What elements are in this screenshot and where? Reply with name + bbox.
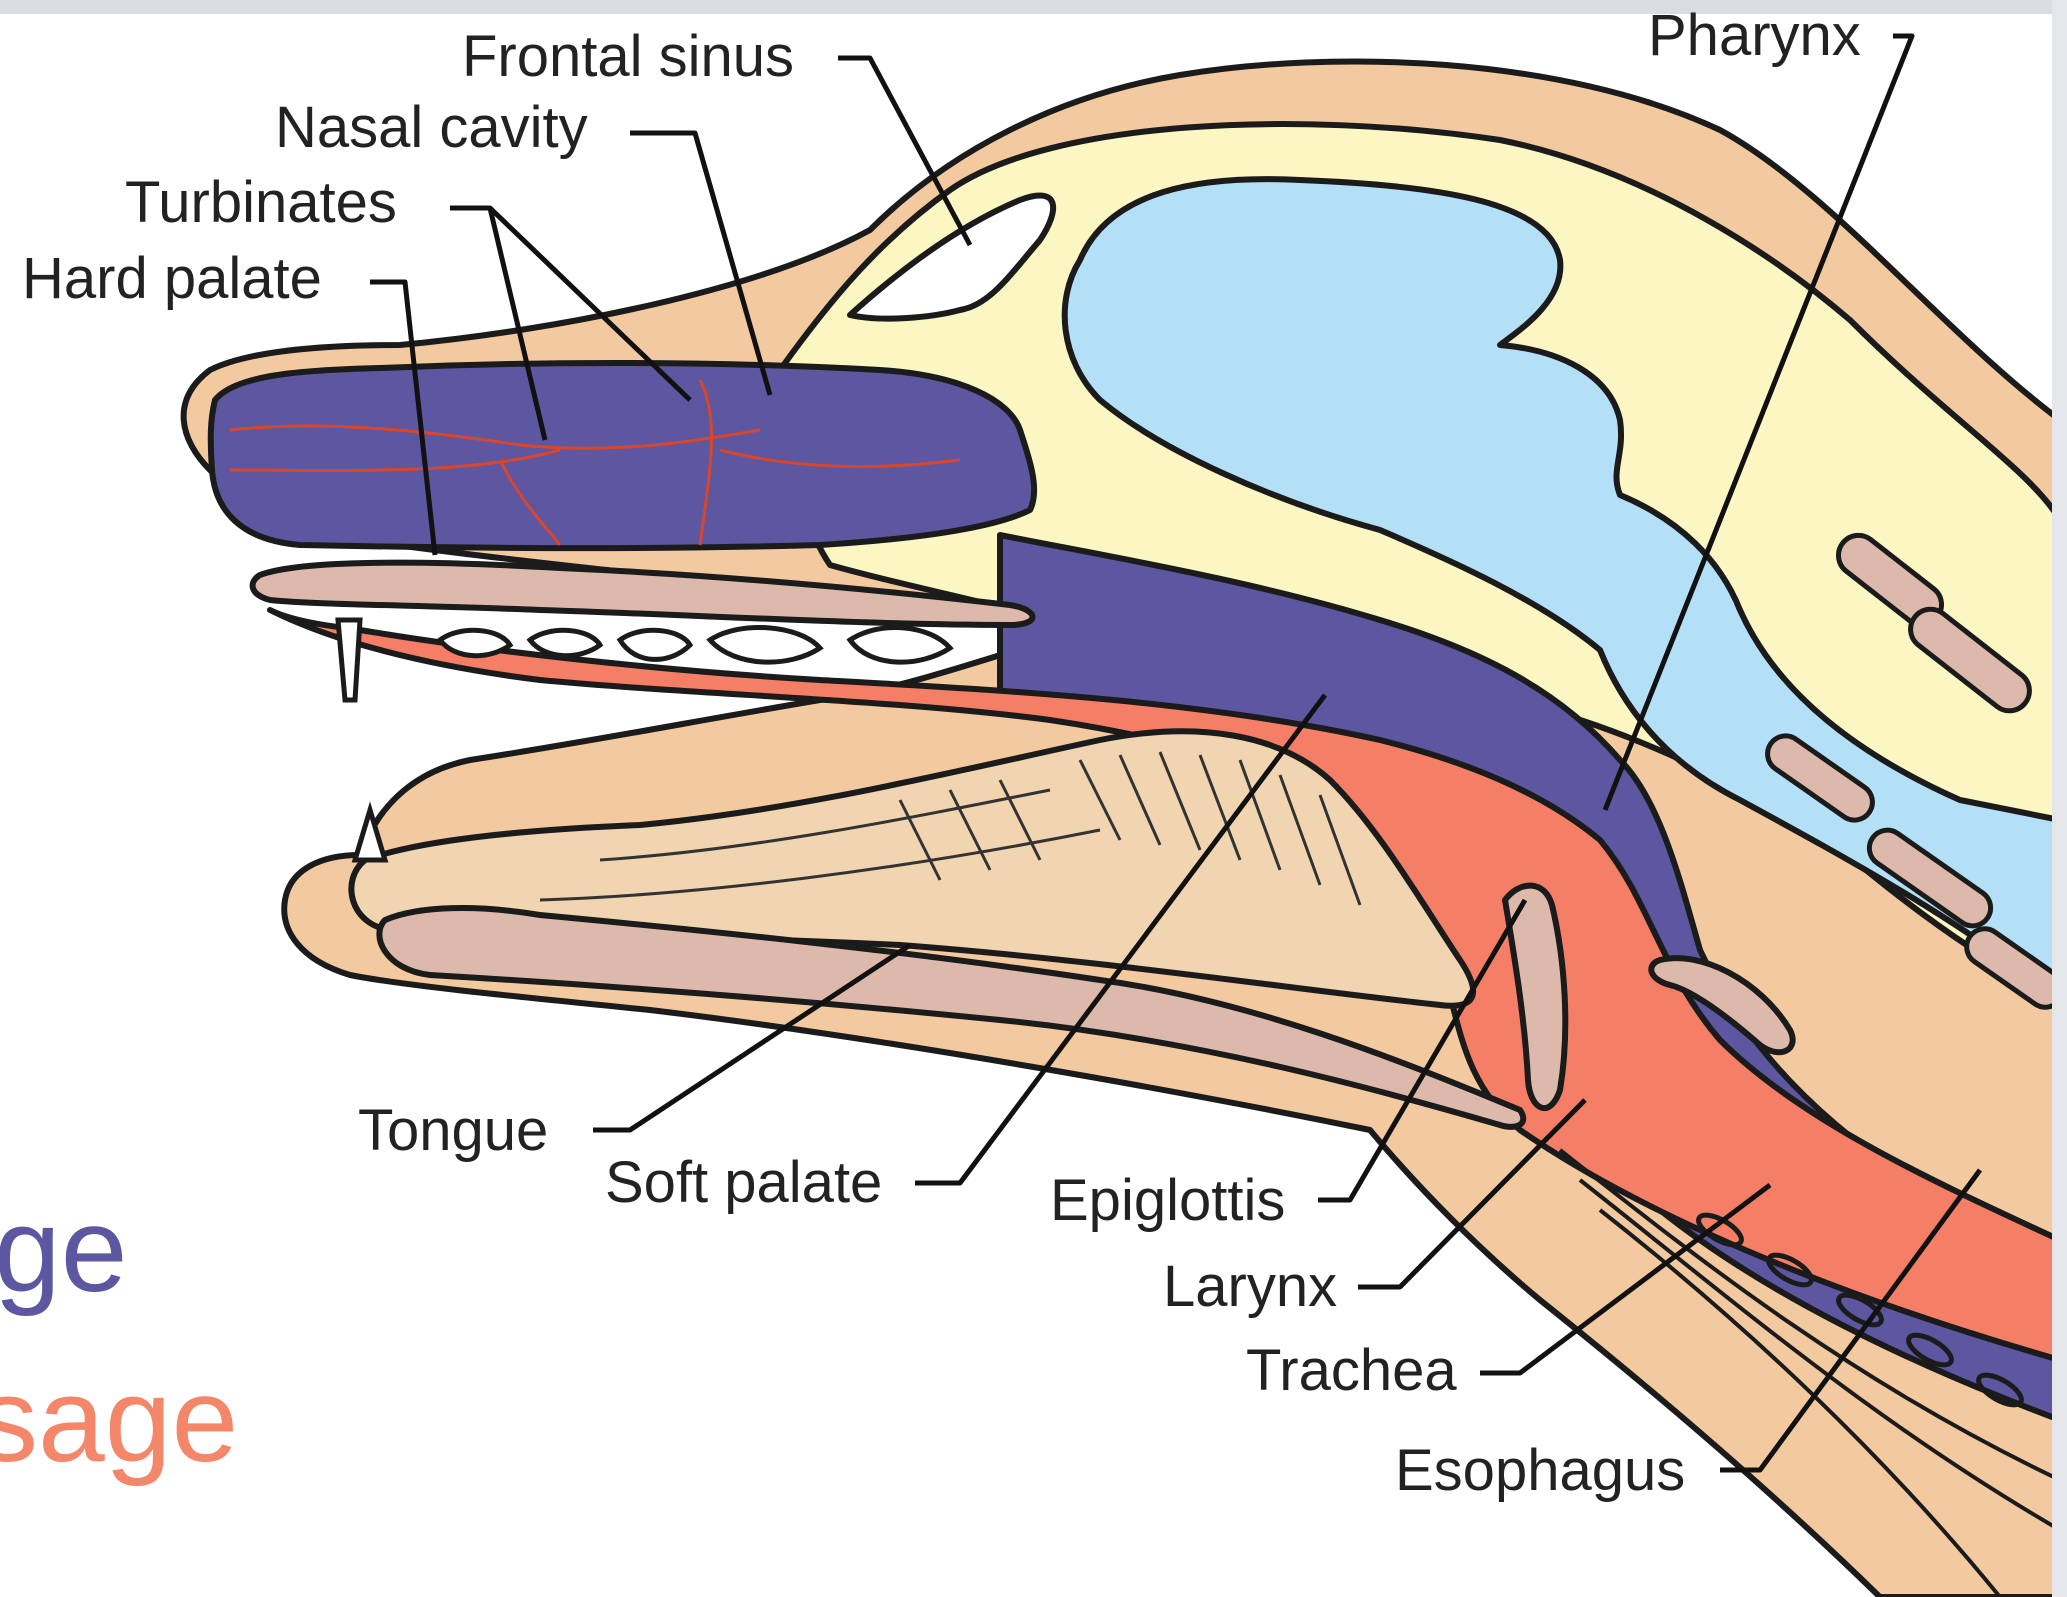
legend-air-passage-fragment: ge bbox=[0, 1190, 127, 1310]
label-nasal-cavity: Nasal cavity bbox=[275, 95, 588, 160]
label-frontal-sinus: Frontal sinus bbox=[462, 24, 794, 89]
label-pharynx: Pharynx bbox=[1648, 3, 1861, 68]
label-epiglottis: Epiglottis bbox=[1050, 1168, 1285, 1233]
upper-canine bbox=[338, 620, 360, 700]
window-right-edge bbox=[2052, 0, 2067, 1597]
label-tongue: Tongue bbox=[358, 1098, 548, 1163]
label-hard-palate: Hard palate bbox=[22, 246, 322, 311]
label-trachea: Trachea bbox=[1246, 1338, 1457, 1403]
label-turbinates: Turbinates bbox=[125, 170, 397, 235]
legend-food-passage-fragment: sage bbox=[0, 1360, 238, 1480]
label-soft-palate: Soft palate bbox=[605, 1150, 882, 1215]
label-larynx: Larynx bbox=[1163, 1254, 1337, 1319]
label-esophagus: Esophagus bbox=[1395, 1438, 1685, 1503]
nasal-cavity bbox=[211, 363, 1034, 548]
